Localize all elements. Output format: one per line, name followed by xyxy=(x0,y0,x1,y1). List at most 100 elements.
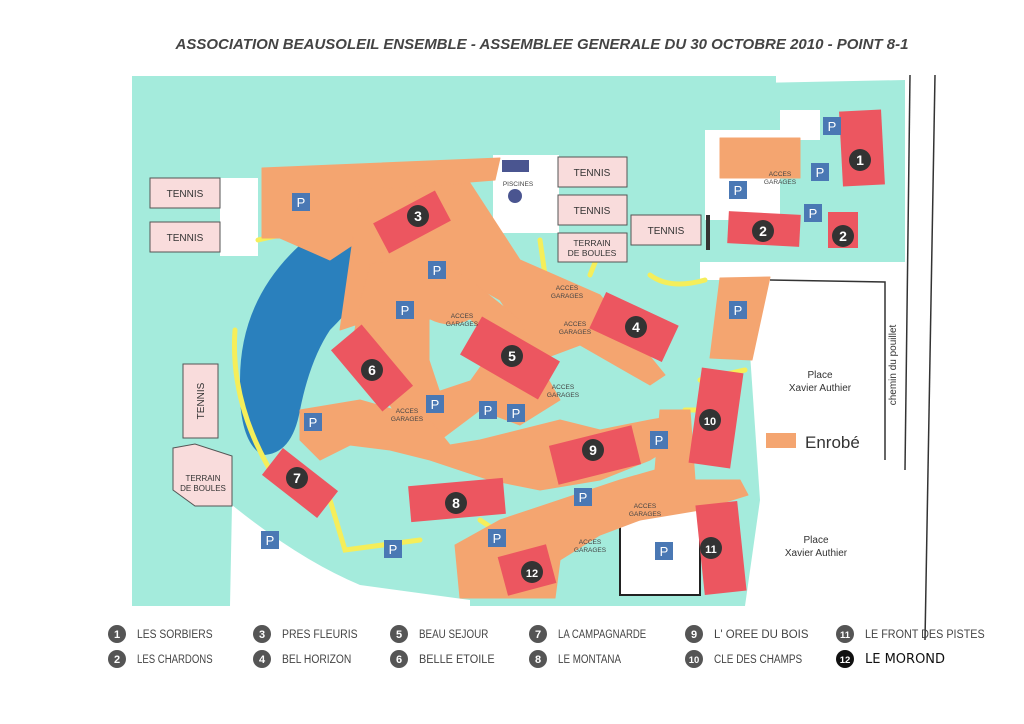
parking-sign: P xyxy=(507,404,525,422)
legend-label: BEAU SEJOUR xyxy=(419,629,488,641)
svg-text:P: P xyxy=(401,303,410,318)
building-4[interactable]: 4 xyxy=(589,291,679,363)
boules-court xyxy=(557,232,628,263)
svg-text:P: P xyxy=(297,195,306,210)
tennis-court xyxy=(149,221,221,253)
parking-sign: P xyxy=(655,542,673,560)
building-number: 2 xyxy=(759,223,767,239)
building-number: 11 xyxy=(705,544,717,556)
map-title: ASSOCIATION BEAUSOLEIL ENSEMBLE - ASSEMB… xyxy=(175,36,909,53)
svg-text:P: P xyxy=(512,406,521,421)
legend-number: 10 xyxy=(689,655,700,666)
svg-text:DE BOULES: DE BOULES xyxy=(568,248,617,258)
building-2[interactable]: 2 xyxy=(828,212,858,248)
building-2[interactable]: 2 xyxy=(727,211,801,247)
legend-label: LA CAMPAGNARDE xyxy=(558,629,646,641)
legend-label: LE MOROND xyxy=(865,652,945,667)
svg-text:ACCES: ACCES xyxy=(396,408,419,415)
legend-label: LES CHARDONS xyxy=(137,654,213,666)
building-10[interactable]: 10 xyxy=(688,367,744,469)
legend-number: 6 xyxy=(396,654,402,666)
court-labels: TENNIS TENNIS TENNIS TENNIS TENNIS TENNI… xyxy=(167,168,685,493)
svg-text:TERRAIN: TERRAIN xyxy=(573,238,610,248)
parking-sign: P xyxy=(428,261,446,279)
building-3[interactable]: 3 xyxy=(373,190,451,254)
svg-text:P: P xyxy=(734,183,743,198)
building-11[interactable]: 11 xyxy=(695,501,747,595)
svg-text:TENNIS: TENNIS xyxy=(167,233,204,244)
svg-text:P: P xyxy=(484,403,493,418)
legend-label: CLE DES CHAMPS xyxy=(714,654,802,666)
svg-text:Xavier Authier: Xavier Authier xyxy=(789,383,852,394)
svg-text:ACCES: ACCES xyxy=(556,285,579,292)
svg-text:P: P xyxy=(579,490,588,505)
building-number: 7 xyxy=(293,470,301,486)
place-labels: Place Xavier Authier Place Xavier Authie… xyxy=(785,324,899,559)
svg-text:Xavier Authier: Xavier Authier xyxy=(785,548,848,559)
parking-sign: P xyxy=(804,204,822,222)
legend-number: 11 xyxy=(840,630,851,641)
parking-sign: P xyxy=(574,488,592,506)
building-6[interactable]: 6 xyxy=(330,324,414,412)
road-lines xyxy=(706,74,936,641)
legend-number: 12 xyxy=(840,655,851,666)
svg-text:GARAGES: GARAGES xyxy=(391,416,424,423)
tennis-court xyxy=(149,177,221,209)
parking-sign: P xyxy=(823,117,841,135)
svg-text:ACCES: ACCES xyxy=(634,503,657,510)
building-9[interactable]: 9 xyxy=(548,425,642,485)
building-number: 5 xyxy=(508,348,516,364)
parking-sign: P xyxy=(292,193,310,211)
svg-text:P: P xyxy=(655,433,664,448)
legend-item: 7 LA CAMPAGNARDE xyxy=(529,625,646,643)
parking-sign: P xyxy=(650,431,668,449)
svg-text:P: P xyxy=(433,263,442,278)
legend-number: 7 xyxy=(535,629,541,641)
svg-text:GARAGES: GARAGES xyxy=(547,392,580,399)
building-12[interactable]: 12 xyxy=(497,544,557,596)
building-number: 12 xyxy=(526,568,538,580)
boules-court xyxy=(172,443,233,507)
svg-text:GARAGES: GARAGES xyxy=(551,293,584,300)
building-1[interactable]: 1 xyxy=(839,109,885,187)
svg-text:TENNIS: TENNIS xyxy=(167,189,204,200)
sports-courts xyxy=(149,156,702,507)
building-7[interactable]: 7 xyxy=(261,448,339,518)
building-8[interactable]: 8 xyxy=(408,477,506,523)
svg-text:ACCES: ACCES xyxy=(451,313,474,320)
parking-sign: P xyxy=(426,395,444,413)
legend-label: LES SORBIERS xyxy=(137,629,213,641)
legend-number: 2 xyxy=(114,654,120,666)
tennis-court xyxy=(557,194,628,226)
parking-sign: P xyxy=(479,401,497,419)
building-number: 3 xyxy=(414,208,422,224)
parking-sign: P xyxy=(811,163,829,181)
tennis-court xyxy=(182,363,219,439)
svg-text:P: P xyxy=(309,415,318,430)
building-5[interactable]: 5 xyxy=(460,316,560,400)
building-number: 1 xyxy=(856,152,864,168)
svg-text:TENNIS: TENNIS xyxy=(196,382,207,419)
building-number: 9 xyxy=(589,442,597,458)
svg-text:Enrobé: Enrobé xyxy=(805,433,860,452)
legend-number: 5 xyxy=(396,629,402,641)
building-number: 2 xyxy=(839,228,847,244)
legend-number: 9 xyxy=(691,629,697,641)
svg-text:Place: Place xyxy=(807,370,832,381)
svg-text:ACCES: ACCES xyxy=(769,171,792,178)
